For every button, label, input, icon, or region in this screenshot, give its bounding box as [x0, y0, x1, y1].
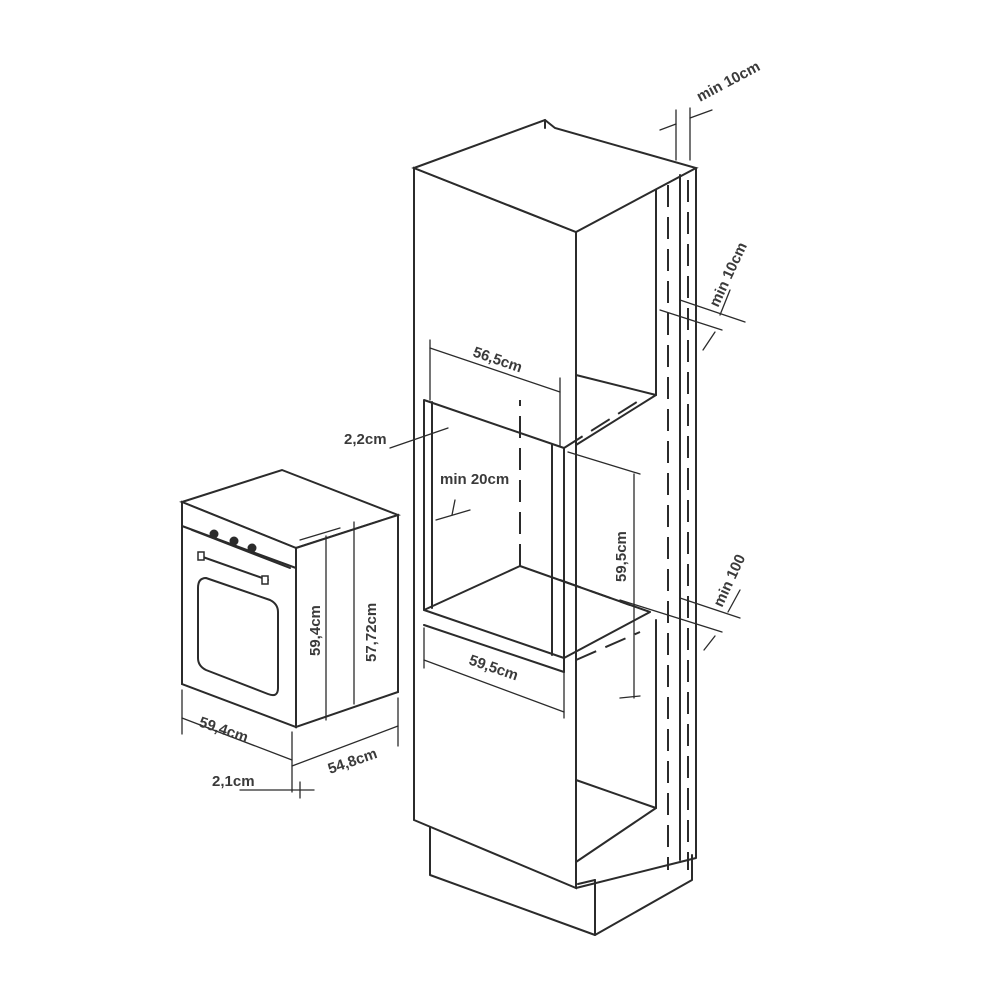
oven-height-body-label: 57,72cm — [363, 603, 380, 662]
oven — [179, 468, 401, 729]
bottom-gap-label: min 20cm — [440, 471, 509, 488]
side-gap-upper-label: min 10cm — [706, 240, 751, 310]
niche-height-label: 59,5cm — [613, 531, 630, 582]
knob-icon — [209, 529, 219, 539]
side-panel-label: 2,2cm — [344, 431, 387, 448]
knob-icon — [229, 536, 239, 546]
oven-handle — [199, 555, 269, 581]
top-gap-label: min 10cm — [694, 58, 763, 105]
oven-front-thickness-label: 2,1cm — [212, 773, 255, 790]
oven-dimensions: 59,4cm 57,72cm 59,4cm 54,8cm 2,1cm — [181, 521, 399, 799]
cabinet-top-face — [411, 118, 699, 234]
oven-width-label: 59,4cm — [197, 714, 251, 747]
oven-height-front-label: 59,4cm — [307, 605, 324, 656]
knob-icon — [247, 543, 257, 553]
tall-cabinet — [411, 118, 699, 936]
side-gap-lower-label: min 100 — [710, 552, 749, 610]
oven-window — [197, 577, 279, 697]
